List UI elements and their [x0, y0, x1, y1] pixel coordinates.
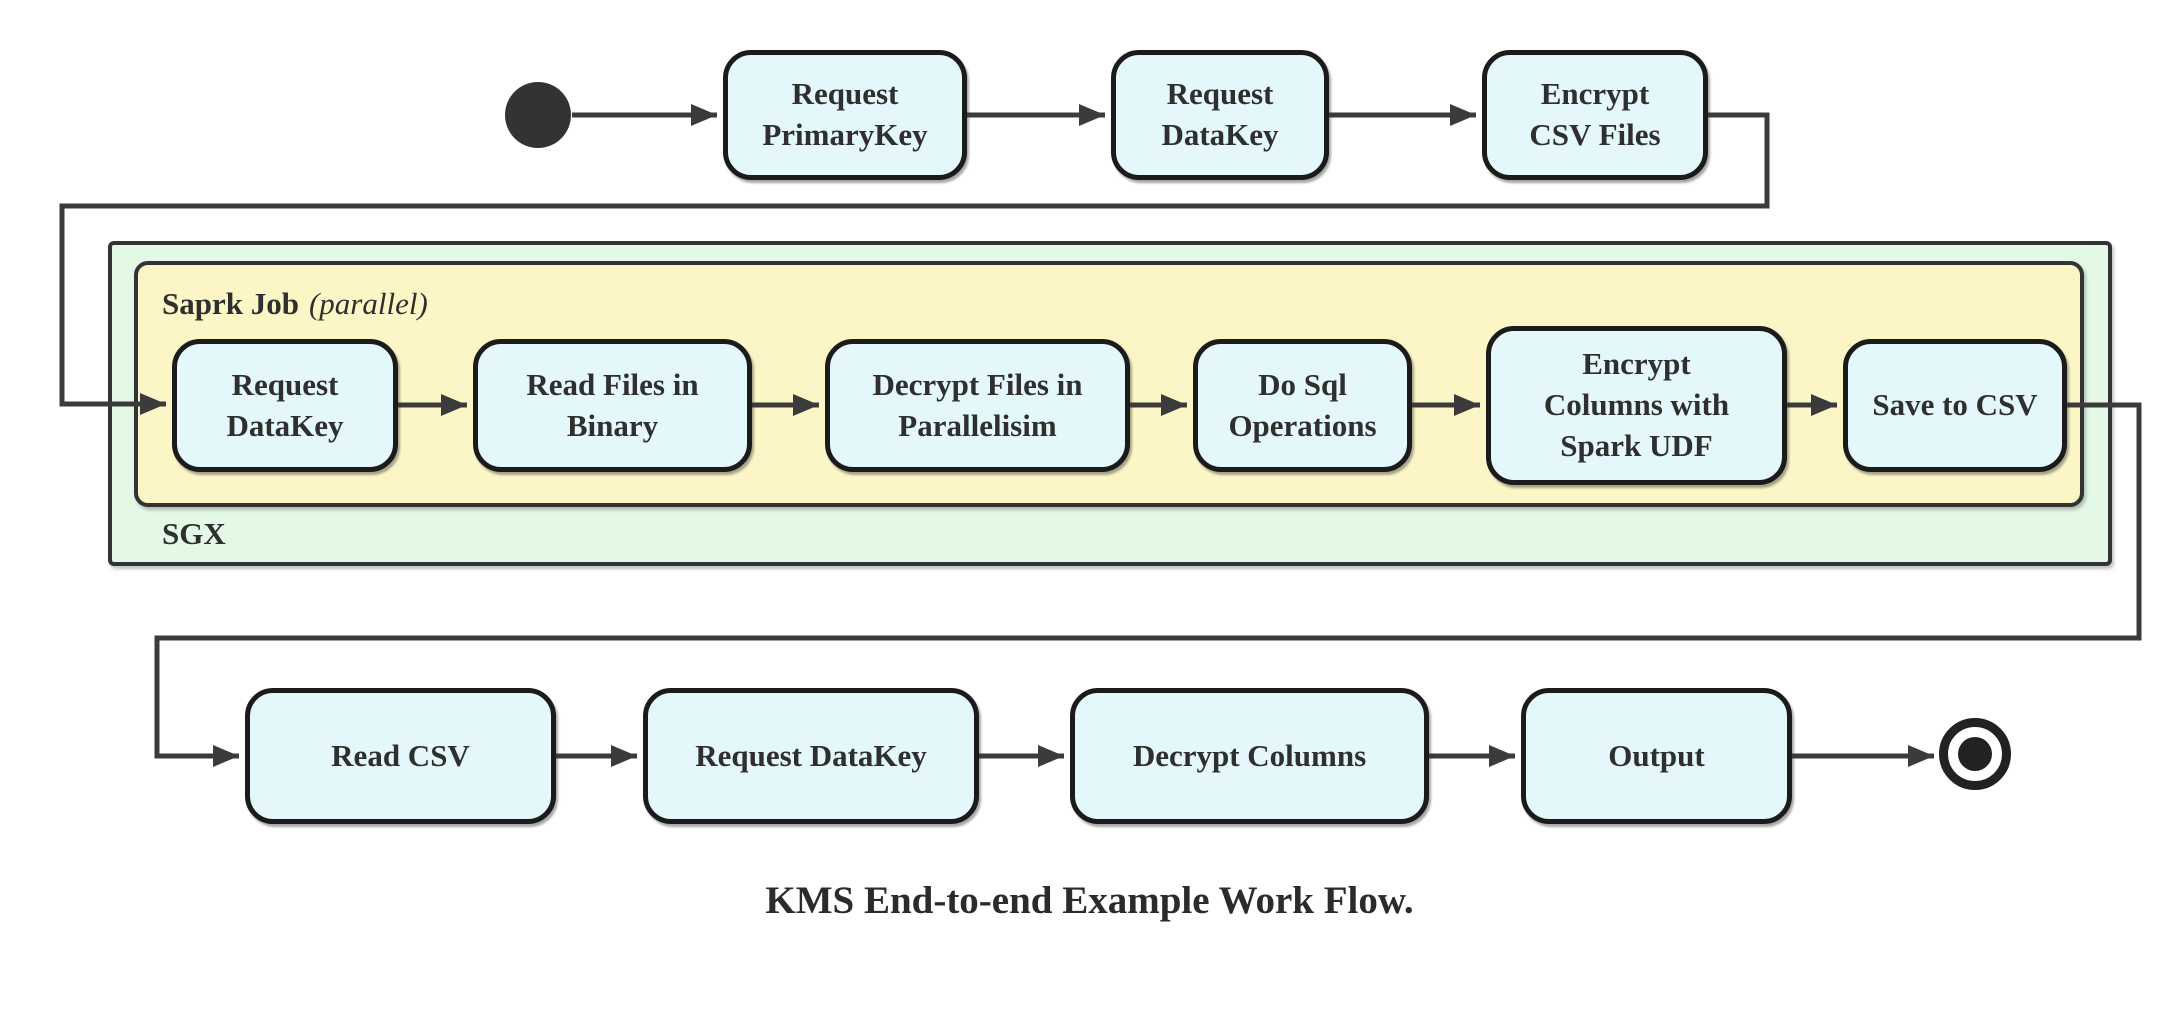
- node-save-to-csv-label: Save to CSV: [1872, 387, 2038, 423]
- node-sgx-request-datakey-label: Request DataKey: [226, 366, 344, 443]
- node-encrypt-columns-spark-udf: Encrypt Columns with Spark UDF: [1486, 326, 1787, 485]
- node-decrypt-columns-label: Decrypt Columns: [1132, 737, 1367, 773]
- node-decrypt-files-parallelism-label: Decrypt Files in Parallelisim: [872, 366, 1083, 443]
- node-request-primarykey: Request PrimaryKey: [723, 50, 967, 180]
- node-request-datakey-bottom-label: Request DataKey: [695, 737, 927, 773]
- node-read-files-binary: Read Files in Binary: [473, 339, 752, 472]
- node-request-primarykey-label: Request PrimaryKey: [762, 76, 928, 152]
- spark-job-label-title: Saprk Job: [162, 286, 299, 321]
- node-request-datakey-top: Request DataKey: [1111, 50, 1329, 180]
- node-read-files-binary-label: Read Files in Binary: [526, 366, 699, 443]
- node-request-datakey-bottom: Request DataKey: [643, 688, 979, 824]
- node-sgx-request-datakey: Request DataKey: [172, 339, 398, 472]
- spark-job-parallel-label: (parallel): [308, 286, 428, 321]
- node-save-to-csv: Save to CSV: [1843, 339, 2067, 472]
- node-read-csv: Read CSV: [245, 688, 556, 824]
- node-decrypt-files-parallelism: Decrypt Files in Parallelisim: [825, 339, 1130, 472]
- node-decrypt-columns: Decrypt Columns: [1070, 688, 1429, 824]
- end-state-dot: [1958, 737, 1992, 771]
- start-state-icon: [505, 82, 571, 148]
- end-state-icon: [1939, 718, 2011, 790]
- node-do-sql-operations-label: Do Sql Operations: [1228, 366, 1377, 443]
- diagram-caption: KMS End-to-end Example Work Flow.: [765, 879, 1414, 922]
- sgx-label: SGX: [162, 516, 226, 551]
- node-do-sql-operations: Do Sql Operations: [1193, 339, 1412, 472]
- node-encrypt-columns-spark-udf-label: Encrypt Columns with Spark UDF: [1543, 346, 1730, 463]
- node-output-label: Output: [1608, 737, 1705, 773]
- node-encrypt-csv-files-label: Encrypt CSV Files: [1529, 76, 1661, 152]
- node-read-csv-label: Read CSV: [331, 737, 470, 773]
- node-output: Output: [1521, 688, 1792, 824]
- node-request-datakey-top-label: Request DataKey: [1161, 76, 1279, 152]
- node-encrypt-csv-files: Encrypt CSV Files: [1482, 50, 1708, 180]
- spark-job-label: Saprk Job (parallel): [162, 286, 428, 322]
